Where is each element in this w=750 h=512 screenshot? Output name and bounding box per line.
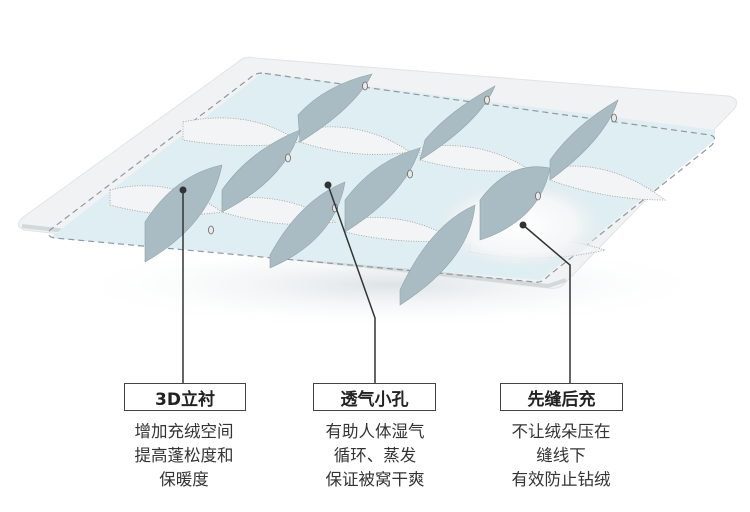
desc-line: 循环、蒸发	[333, 446, 417, 465]
desc-line: 缝线下	[536, 446, 586, 465]
stitch-line	[48, 72, 716, 283]
desc-line: 保证被窝干爽	[325, 470, 425, 489]
feature-desc-sew: 不让绒朵压在 缝线下 有效防止钻绒	[481, 420, 641, 492]
feature-desc-vent: 有助人体湿气 循环、蒸发 保证被窝干爽	[295, 420, 455, 492]
desc-line: 增加充绒空间	[134, 422, 234, 441]
feature-title-3d: 3D立衬	[124, 383, 246, 411]
air-holes	[208, 81, 617, 235]
feature-title-sew: 先缝后充	[500, 383, 623, 411]
feature-desc-3d: 增加充绒空间 提高蓬松度和 保暖度	[104, 420, 264, 492]
desc-line: 不让绒朵压在	[511, 422, 611, 441]
desc-line: 保暖度	[159, 470, 209, 489]
desc-line: 有效防止钻绒	[511, 470, 611, 489]
desc-line: 有助人体湿气	[325, 422, 425, 441]
desc-line: 提高蓬松度和	[134, 446, 234, 465]
leader-lines	[182, 184, 571, 383]
leader-dots	[179, 181, 527, 229]
blade-walls	[144, 73, 619, 306]
feature-title-vent: 透气小孔	[313, 383, 436, 411]
